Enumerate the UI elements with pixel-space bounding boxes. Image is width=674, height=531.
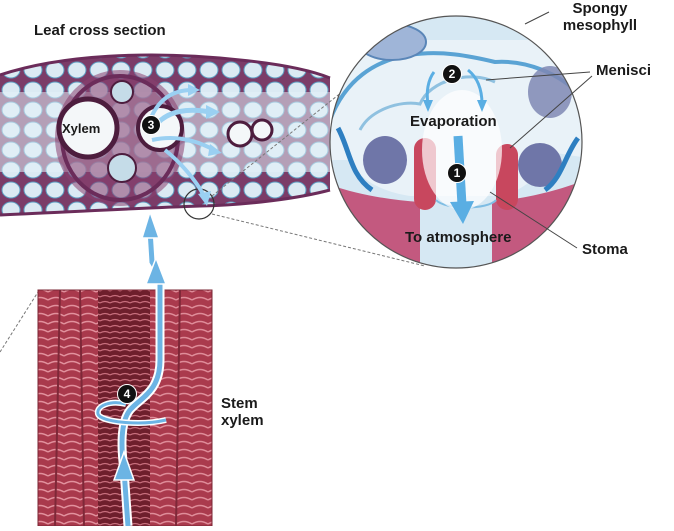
label-spongy: Spongy	[572, 0, 628, 17]
label-menisci: Menisci	[596, 62, 652, 79]
zoom-line-lower	[211, 213, 426, 267]
step-badge-3: 3	[141, 115, 161, 135]
label-xylem: Xylem	[62, 121, 101, 136]
leader-stoma	[489, 191, 578, 249]
step-badge-2: 2	[442, 64, 462, 84]
leader-menisci-2	[509, 75, 593, 149]
water-column-arrow	[94, 209, 168, 527]
leader-spongy	[524, 11, 550, 25]
zoom-line-stem	[0, 291, 39, 353]
step-badge-1: 1	[447, 163, 467, 183]
stem-xylem-panel	[37, 289, 213, 527]
label-stoma: Stoma	[582, 241, 628, 258]
label-mesophyll: mesophyll	[562, 17, 638, 34]
step-badge-4: 4	[117, 384, 137, 404]
leader-menisci-1	[485, 71, 591, 81]
label-evaporation: Evaporation	[410, 113, 497, 130]
xylem-vessel	[56, 96, 120, 160]
label-stem-xylem: xylem	[221, 412, 264, 429]
label-stem: Stem	[221, 395, 258, 412]
label-to-atmosphere: To atmosphere	[405, 229, 512, 246]
guard-cell-right	[496, 144, 518, 210]
leaf-cross-section	[0, 53, 331, 220]
title-leaf-cross-section: Leaf cross section	[34, 22, 166, 39]
